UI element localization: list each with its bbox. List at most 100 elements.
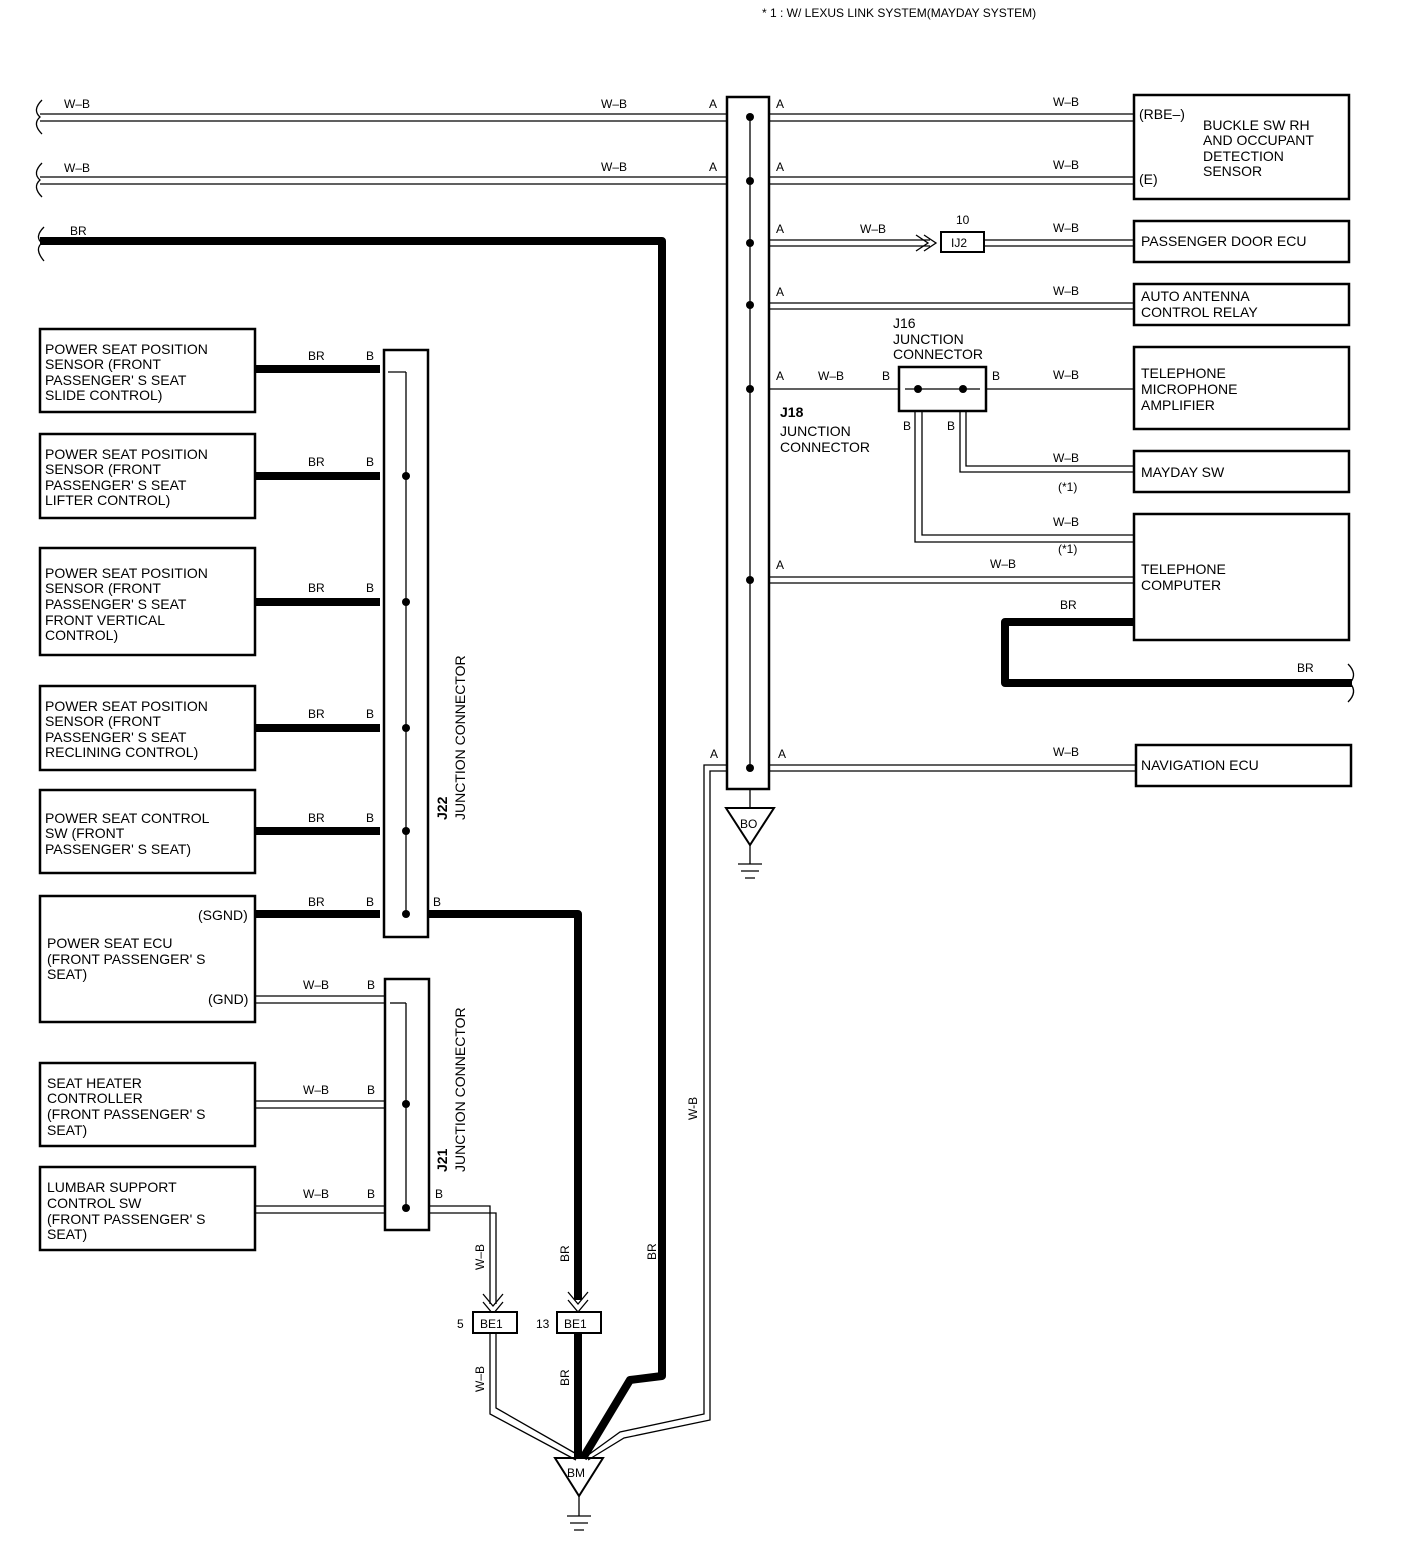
wire-wb-nav [766,764,1136,772]
pin-label: B [366,707,374,721]
component-box-slide[interactable] [38,327,257,414]
j18-id: J18 [780,404,804,420]
j16-name-1: JUNCTION [893,331,964,347]
component-label-line: (FRONT PASSENGER' S [47,951,206,967]
j18-connector[interactable] [725,95,771,791]
wire-label: W–B [303,1187,329,1201]
component-box-navigation[interactable] [1134,743,1353,788]
component-box-control-sw[interactable] [38,788,257,875]
break-mark-4 [1347,663,1355,703]
component-box-heater[interactable] [38,1061,257,1148]
pin-label: B [366,349,374,363]
component-label-line: SW (FRONT [45,825,125,841]
wire-wb-mayday [959,412,1136,473]
ground-bo[interactable]: BO [724,807,776,879]
component-box-ecu[interactable] [38,894,257,1024]
j22-name: JUNCTION CONNECTOR [452,655,468,820]
be1-5-pin: 5 [457,1317,464,1331]
wire-label: W–B [64,97,90,111]
break-mark-2 [35,162,43,198]
pin-label: A [709,97,717,111]
pin-label: A [776,160,784,174]
component-box-lifter[interactable] [38,432,257,520]
wire-label: W–B [818,369,844,383]
component-pin-label: (RBE–) [1139,106,1185,122]
wire-label: W–B [1053,95,1079,109]
pin-label: B [992,369,1000,383]
be1-5-connector[interactable]: BE1 [472,1311,518,1334]
wire-label: W–B [1053,515,1079,529]
break-mark-3 [37,226,45,262]
component-label-line: AND OCCUPANT [1203,132,1314,148]
wire-label: W-B [686,1097,700,1120]
wire-label: W–B [860,222,886,236]
component-label-line: CONTROL) [45,627,118,643]
ij2-code: IJ2 [951,236,967,250]
j22-connector[interactable] [382,348,430,939]
component-label-line: COMPUTER [1141,577,1221,593]
break-mark-1 [35,99,43,135]
wire-br-top [40,237,666,1461]
j18-name-2: CONNECTOR [780,439,870,455]
wire-wb-j18-bm [583,764,730,1461]
component-label-line: POWER SEAT ECU [47,935,173,951]
component-label-line: RECLINING CONTROL) [45,744,198,760]
pin-label: A [709,160,717,174]
pin-label: B [366,581,374,595]
ground-bm-icon [567,1496,591,1531]
pin-label: B [366,811,374,825]
component-pin-label: (SGND) [198,907,248,923]
ground-bo-icon [738,845,762,879]
wire-label: W–B [64,161,90,175]
ground-bm[interactable]: BM [553,1457,605,1531]
pin-label: B [435,1187,443,1201]
component-label-line: CONTROLLER [47,1090,143,1106]
pin-label: A [710,747,718,761]
pin-label: B [367,1083,375,1097]
j22-id: J22 [434,796,450,820]
component-label-line: PASSENGER' S SEAT) [45,841,191,857]
wire-wb-door-b [984,239,1136,247]
component-label-line: SEAT HEATER [47,1075,142,1091]
wire-wb-top-1 [40,113,730,122]
component-label-line: SEAT) [47,1122,87,1138]
right-components: (RBE–) BUCKLE SW RH AND OCCUPANT DETECTI… [1132,93,1353,788]
wire-label: BR [308,581,325,595]
component-label-line: POWER SEAT POSITION [45,565,208,581]
component-box-vertical[interactable] [38,546,257,657]
be1-13-connector[interactable]: BE1 [556,1311,602,1334]
pin-label: B [903,419,911,433]
component-label-line: SENSOR [1203,163,1262,179]
wire-wb-door-a [750,239,930,247]
wire-label: W–B [303,978,329,992]
component-label-line: TELEPHONE [1141,561,1226,577]
wire-wb-j21-2 [256,1100,384,1109]
wire-label: W–B [601,97,627,111]
ij2-connector[interactable]: IJ2 [940,231,985,253]
component-box-door-ecu[interactable] [1132,219,1351,264]
wire-label: BR [308,895,325,909]
component-box-mic-amp[interactable] [1132,345,1351,431]
wire-label: BR [558,1369,572,1386]
component-label-line: FRONT VERTICAL [45,612,165,628]
component-label-line: LIFTER CONTROL) [45,492,170,508]
wire-label: BR [308,811,325,825]
wire-label: W–B [990,557,1016,571]
component-box-lumbar[interactable] [38,1165,257,1252]
component-pin-label: (E) [1139,171,1158,187]
j16-connector[interactable] [897,365,988,413]
component-box-antenna[interactable] [1132,282,1351,327]
wire-label: W–B [1053,158,1079,172]
j21-connector[interactable] [383,977,431,1232]
wire-wb-e [766,176,1136,185]
pin-label: A [776,369,784,383]
pin-label: A [776,97,784,111]
component-box-reclining[interactable] [38,684,257,772]
component-label-line: SENSOR (FRONT [45,580,161,596]
component-box-mayday[interactable] [1132,449,1351,494]
component-box-buckle[interactable] [1132,93,1351,201]
component-box-tel-computer[interactable] [1132,512,1351,642]
component-label-line: SENSOR (FRONT [45,713,161,729]
pin-label: B [366,895,374,909]
